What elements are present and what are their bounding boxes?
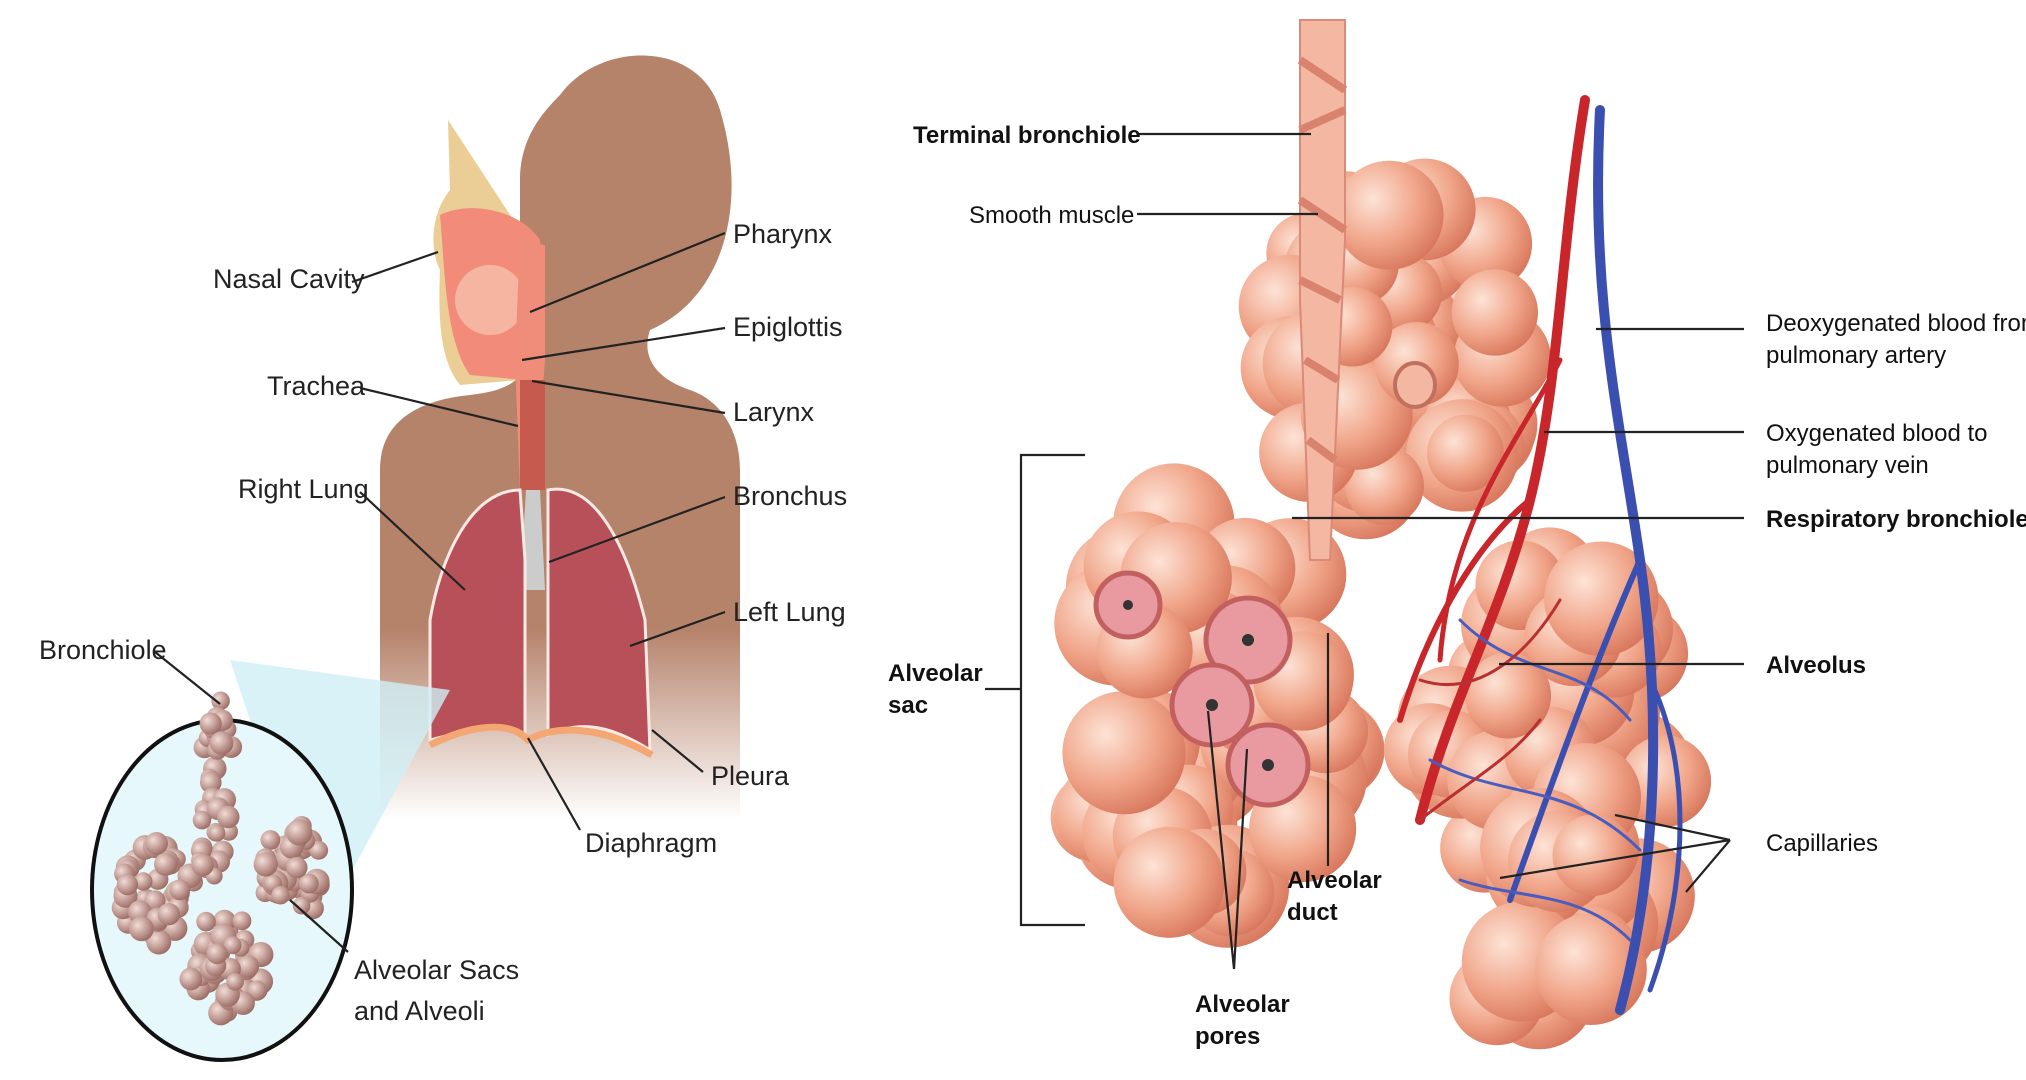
label-bronchus: Bronchus [733,481,847,511]
left-label-lines [154,231,726,953]
alveolus-sphere [192,810,212,830]
alveolus-sphere [169,879,191,901]
label-alveolus: Alveolus [1766,652,1866,679]
label-oxygenated-blood: Oxygenated blood to [1766,420,1988,447]
smooth-muscle-bands [1297,56,1348,464]
alveolus-sphere [226,973,244,991]
bronchiole-branch-end [1393,361,1437,409]
alveolus-sphere [253,852,278,877]
alveolus-sphere [292,896,311,915]
alveolus-sphere [209,731,234,755]
alveolus-sphere [208,825,226,842]
label-right-lung: Right Lung [238,474,369,504]
alveolus-sphere [145,831,168,855]
alveoli-inset [90,660,450,1062]
label-alveolar-duct-line2: duct [1287,899,1338,926]
label-bronchiole: Bronchiole [39,635,167,665]
alveoli-illustration [1050,19,1712,1050]
alveolus-sphere [1334,160,1444,270]
label-alveolar-sacs-line2: and Alveoli [354,996,485,1026]
label-respiratory-bronchiole: Respiratory bronchiole [1766,506,2026,533]
alveolus-sphere [1062,691,1186,815]
label-smooth-muscle: Smooth muscle [969,202,1134,229]
alveolus-sphere [1552,814,1635,896]
alveolus-sphere [191,853,214,877]
alveolus-sphere [157,902,181,926]
alveolus-sphere [298,873,319,894]
label-epiglottis: Epiglottis [733,312,843,342]
alveolus-sphere [232,911,252,931]
label-left-lung: Left Lung [733,597,846,627]
label-alveolar-sacs: Alveolar Sacs [354,955,519,985]
label-diaphragm: Diaphragm [585,828,717,858]
trachea-shape [520,380,545,490]
alveolar-sacs-cluster [111,691,330,1026]
sectioned-alveoli [1093,570,1311,808]
label-deoxygenated-blood-line2: pulmonary artery [1766,342,1946,369]
alveolus-sphere [179,967,203,991]
alveolus-sphere [211,691,230,711]
alveolus-sphere [154,852,178,876]
label-alveolar-sac-line2: sac [888,692,928,719]
label-alveolar-sac: Alveolar [888,660,983,687]
blood-vessels [1397,95,1683,1015]
alveolus-sphere [206,943,228,965]
label-nasal-cavity: Nasal Cavity [213,264,365,294]
alveolus-sphere [146,929,172,955]
label-alveolar-pores-line2: pores [1195,1023,1260,1050]
label-deoxygenated-blood: Deoxygenated blood from [1766,310,2026,337]
label-oxygenated-blood-line2: pulmonary vein [1766,452,1929,479]
alveolus-sphere [271,886,290,905]
label-alveolar-pores: Alveolar [1195,991,1290,1018]
body-illustration [380,55,740,821]
label-larynx: Larynx [733,397,815,427]
alveolus-sphere [236,955,260,978]
label-pharynx: Pharynx [733,219,833,249]
alveolus-sphere [260,830,281,850]
alveolus-sphere [199,771,222,794]
label-capillaries: Capillaries [1766,830,1878,857]
label-alveolar-duct: Alveolar [1287,867,1382,894]
alveolus-sphere [134,872,153,891]
alveolus-sphere [1426,414,1504,492]
alveolus-sphere [286,856,308,879]
alveolus-sphere [1543,541,1659,656]
inset-zoom-beam [230,660,450,930]
label-trachea: Trachea [267,371,366,401]
alveolus-sphere [196,911,216,932]
alveolus-sphere [1113,826,1225,938]
alveolus-sphere [286,819,313,846]
label-pleura: Pleura [711,761,790,791]
right-label-lines [985,132,1744,970]
alveolus-sphere [199,712,222,735]
alveolus-sphere [1451,269,1539,356]
alveolus-sphere [1619,735,1712,827]
alveolus-sphere [223,936,242,955]
alveolus-sphere [129,916,154,942]
label-terminal-bronchiole: Terminal bronchiole [913,122,1141,149]
alveolus-sphere [309,840,329,860]
alveolus-sphere [216,805,240,829]
tongue-shape [455,265,525,335]
alveolus-sphere [116,873,139,896]
alveolus-sphere [247,980,267,1001]
